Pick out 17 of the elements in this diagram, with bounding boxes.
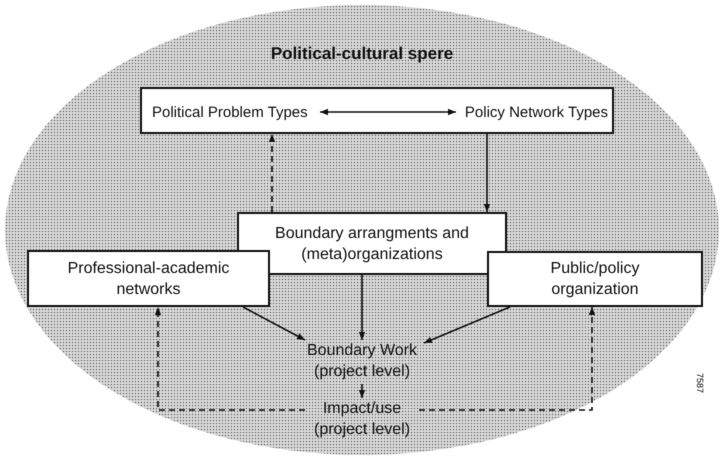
figure-number: 7587 bbox=[695, 372, 706, 394]
dashed-arrow bbox=[154, 307, 305, 411]
box bbox=[140, 87, 614, 134]
process-box: Public/policy organization bbox=[487, 251, 703, 307]
process-box: Boundary arrangments and (meta)organizations bbox=[237, 212, 507, 275]
arrow bbox=[320, 108, 456, 116]
stage-label: Impact/use (project level) bbox=[312, 399, 412, 440]
arrow bbox=[484, 134, 490, 212]
dashed-arrow bbox=[419, 307, 596, 411]
type-label: Political Problem Types bbox=[152, 103, 309, 123]
region-title: Political-cultural spere bbox=[270, 43, 454, 64]
dashed-arrow bbox=[268, 134, 276, 212]
arrow bbox=[358, 384, 366, 398]
type-label: Policy Network Types bbox=[464, 103, 608, 123]
stage-label: Boundary Work (project level) bbox=[306, 341, 418, 382]
process-box: Professional-academic networks bbox=[27, 250, 270, 307]
arrow bbox=[358, 275, 366, 340]
